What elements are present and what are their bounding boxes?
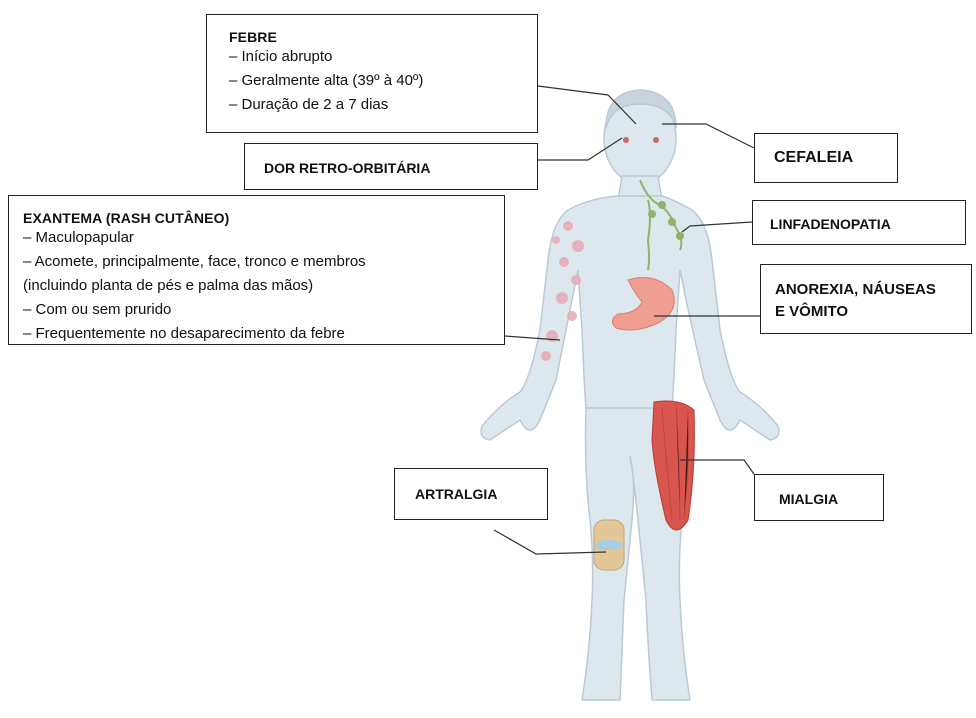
febre-item: – Duração de 2 a 7 dias (229, 93, 537, 117)
exantema-item: – Maculopapular (23, 226, 504, 250)
anorexia-line2: E VÔMITO (775, 303, 848, 320)
linfadenopatia-box: LINFADENOPATIA (752, 200, 966, 245)
exantema-box: EXANTEMA (RASH CUTÂNEO) – Maculopapular … (8, 195, 505, 345)
artralgia-label: ARTRALGIA (415, 486, 497, 502)
febre-item: – Geralmente alta (39º à 40º) (229, 69, 537, 93)
exantema-item: (incluindo planta de pés e palma das mão… (23, 274, 504, 298)
dor-retro-box: DOR RETRO-ORBITÁRIA (244, 143, 538, 190)
artralgia-box: ARTRALGIA (394, 468, 548, 520)
right-eye (653, 137, 659, 143)
mialgia-label: MIALGIA (779, 491, 838, 507)
exantema-title: EXANTEMA (RASH CUTÂNEO) (23, 210, 504, 226)
exantema-item: – Frequentemente no desaparecimento da f… (23, 322, 504, 346)
anorexia-line1: ANOREXIA, NÁUSEAS (775, 281, 936, 298)
mialgia-box: MIALGIA (754, 474, 884, 521)
cefaleia-label: CEFALEIA (774, 149, 853, 167)
dor-retro-label: DOR RETRO-ORBITÁRIA (264, 160, 430, 176)
knee-joint (594, 520, 624, 570)
exantema-item: – Com ou sem prurido (23, 298, 504, 322)
exantema-item: – Acomete, principalmente, face, tronco … (23, 250, 504, 274)
left-eye (623, 137, 629, 143)
anorexia-box: ANOREXIA, NÁUSEAS E VÔMITO (760, 264, 972, 334)
artralgia-leader (494, 530, 606, 554)
cefaleia-box: CEFALEIA (754, 133, 898, 183)
febre-title: FEBRE (229, 29, 537, 45)
febre-item: – Início abrupto (229, 45, 537, 69)
linfadenopatia-label: LINFADENOPATIA (770, 216, 891, 232)
febre-box: FEBRE – Início abrupto – Geralmente alta… (206, 14, 538, 133)
